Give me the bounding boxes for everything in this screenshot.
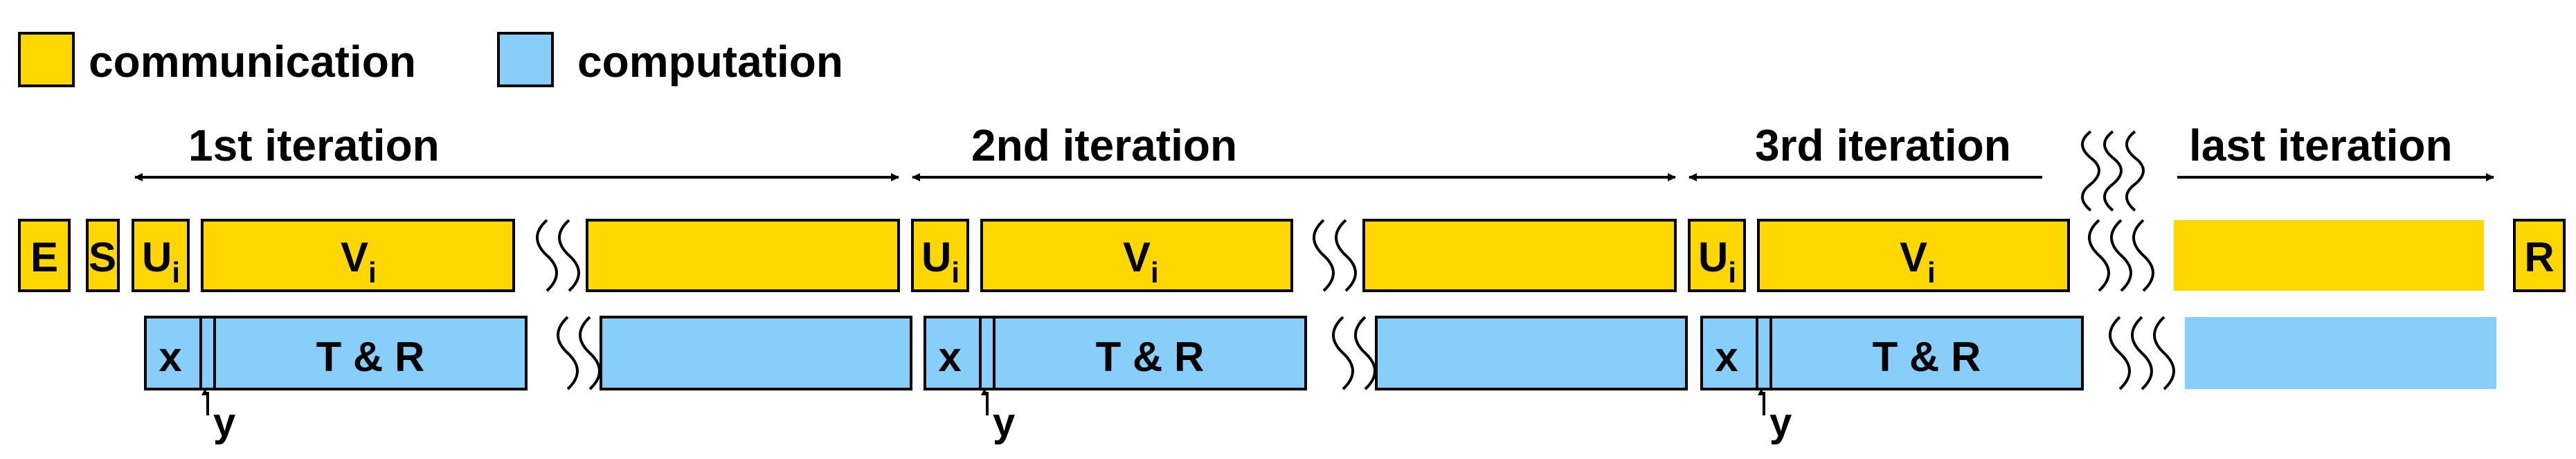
- legend-communication-swatch: [18, 32, 75, 87]
- communication-row: E S Ui Vi Ui Vi: [18, 219, 2566, 292]
- block-V-iter3-subscript: i: [1927, 256, 1936, 289]
- comp-break-iter2: [1332, 316, 1376, 390]
- block-V-iter3: Vi: [1757, 219, 2070, 292]
- block-y-iter2: [979, 316, 996, 390]
- svg-text:Ui: Ui: [921, 234, 960, 289]
- block-V-iter2-label: V: [1123, 234, 1151, 280]
- block-S: S: [86, 219, 120, 292]
- iteration-3-label: 3rd iteration: [1755, 120, 2011, 170]
- svg-text:Vi: Vi: [1123, 234, 1159, 289]
- svg-text:Ui: Ui: [1698, 234, 1736, 289]
- comp-break-iter3: [2109, 316, 2175, 390]
- block-x-iter1: x: [144, 316, 202, 390]
- block-U-iter3-subscript: i: [1728, 256, 1736, 289]
- y-pointer-iter2: y: [981, 388, 1015, 445]
- block-V-iter2-subscript: i: [1151, 256, 1159, 289]
- iteration-break-squiggle: [2081, 130, 2145, 212]
- iteration-1-span: 1st iteration: [134, 116, 899, 181]
- block-y-iter1: [199, 316, 216, 390]
- block-U-iter3-label: U: [1698, 234, 1728, 280]
- block-comp-rest-iter2: [1375, 316, 1688, 390]
- block-TR-iter3: T & R: [1769, 316, 2084, 390]
- block-U-iter1-subscript: i: [172, 256, 180, 289]
- iteration-last-label: last iteration: [2189, 120, 2453, 170]
- block-V-iter2: Vi: [980, 219, 1293, 292]
- block-comp-rest-iter1: [600, 316, 912, 390]
- iteration-1-label: 1st iteration: [188, 120, 440, 170]
- block-V-iter1-label: V: [341, 234, 368, 280]
- legend-computation-swatch: [497, 32, 554, 87]
- y-pointer-iter3: y: [1758, 388, 1792, 445]
- y-label-iter2: y: [993, 400, 1015, 445]
- legend: communication computation: [18, 32, 843, 87]
- iteration-2-label: 2nd iteration: [971, 120, 1237, 170]
- block-U-iter2-label: U: [921, 234, 951, 280]
- svg-text:Ui: Ui: [142, 234, 180, 289]
- legend-communication-label: communication: [89, 37, 416, 87]
- block-U-iter2: Ui: [911, 219, 969, 292]
- block-TR-iter1-label: T & R: [316, 334, 425, 380]
- block-V-iter1-subscript: i: [368, 256, 377, 289]
- block-U-iter1: Ui: [132, 219, 190, 292]
- block-TR-iter1: T & R: [213, 316, 528, 390]
- block-x-iter3: x: [1700, 316, 1758, 390]
- block-R-label: R: [2524, 234, 2554, 280]
- svg-text:Vi: Vi: [341, 234, 377, 289]
- block-y-iter3: [1756, 316, 1772, 390]
- svg-text:Vi: Vi: [1900, 234, 1936, 289]
- comm-break-iter3: [2088, 219, 2154, 292]
- block-comm-last-iteration: [2174, 220, 2484, 291]
- legend-computation-label: computation: [577, 37, 843, 87]
- block-comm-rest-iter2: [1362, 219, 1677, 292]
- block-comp-last-iteration: [2185, 317, 2496, 389]
- iteration-3-span: 3rd iteration: [1688, 116, 2051, 181]
- computation-row: x T & R y x T & R: [144, 316, 2496, 445]
- block-x-iter3-label: x: [1715, 334, 1738, 380]
- iteration-last-span: last iteration: [2177, 116, 2496, 181]
- block-U-iter1-label: U: [142, 234, 172, 280]
- block-S-label: S: [89, 234, 116, 280]
- comm-break-iter1: [536, 219, 580, 292]
- block-R: R: [2513, 219, 2566, 292]
- y-label-iter1: y: [213, 400, 235, 445]
- block-x-iter2-label: x: [938, 334, 961, 380]
- block-E: E: [18, 219, 71, 292]
- block-x-iter2: x: [924, 316, 982, 390]
- block-V-iter1: Vi: [201, 219, 515, 292]
- block-TR-iter2: T & R: [993, 316, 1307, 390]
- block-x-iter1-label: x: [159, 334, 181, 380]
- block-TR-iter3-label: T & R: [1873, 334, 1981, 380]
- y-label-iter3: y: [1769, 400, 1792, 445]
- comp-break-iter1: [557, 316, 601, 390]
- block-E-label: E: [30, 234, 58, 280]
- y-pointer-iter1: y: [201, 388, 235, 445]
- block-U-iter2-subscript: i: [951, 256, 960, 289]
- block-U-iter3: Ui: [1688, 219, 1746, 292]
- comm-break-iter2: [1313, 219, 1357, 292]
- block-TR-iter2-label: T & R: [1096, 334, 1205, 380]
- iteration-2-span: 2nd iteration: [912, 116, 1676, 181]
- block-comm-rest-iter1: [586, 219, 900, 292]
- block-V-iter3-label: V: [1900, 234, 1927, 280]
